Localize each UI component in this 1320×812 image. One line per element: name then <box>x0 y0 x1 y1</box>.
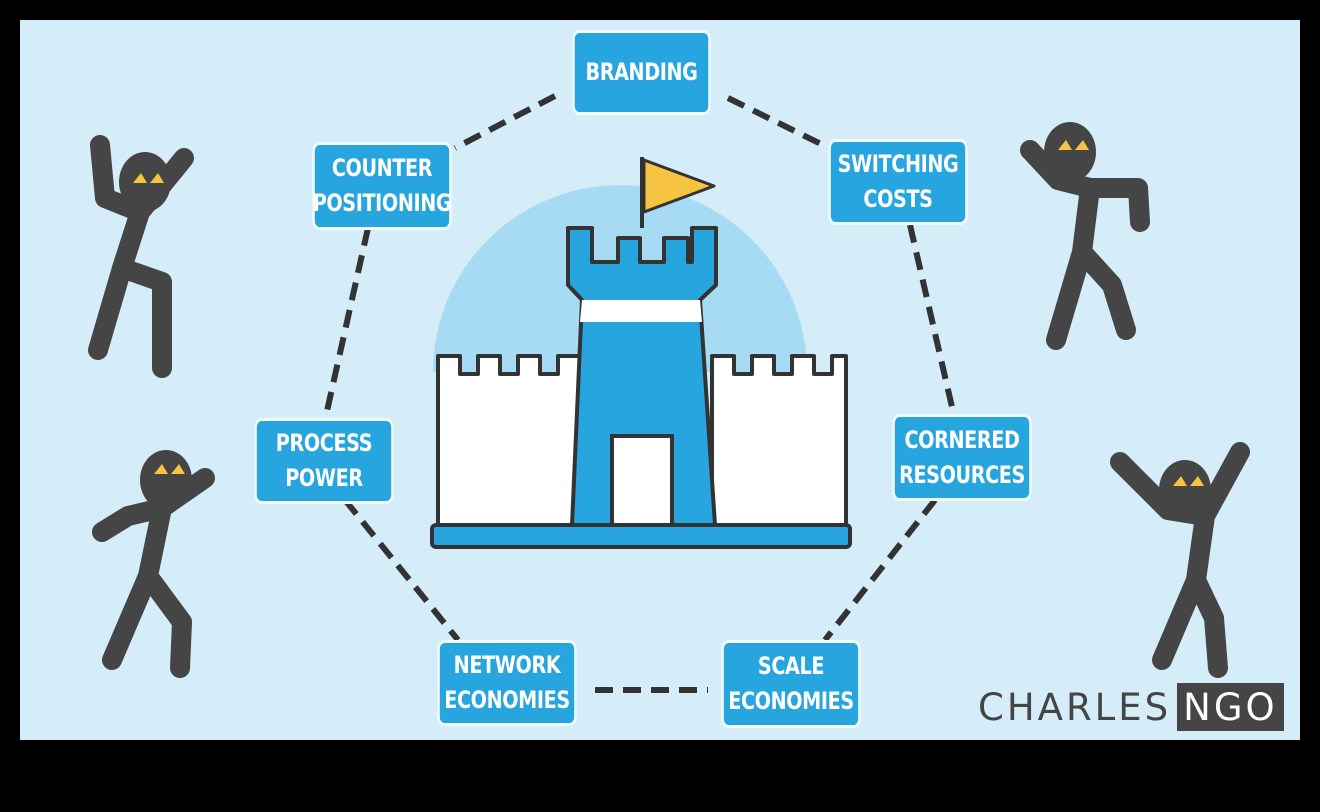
eye-icon <box>1058 140 1072 150</box>
eye-icon <box>171 464 185 474</box>
eye-icon <box>1190 476 1204 486</box>
eye-icon <box>154 464 168 474</box>
node-branding: BRANDING <box>572 30 711 115</box>
castle-illustration <box>430 157 852 549</box>
node-process-power: PROCESS POWER <box>254 418 394 504</box>
eye-icon <box>1173 476 1187 486</box>
connector-switching-cornered <box>907 224 958 421</box>
tower-band <box>580 300 702 322</box>
node-scale-economies: SCALE ECONOMIES <box>721 640 861 728</box>
node-counter-positioning: COUNTER POSITIONING <box>312 142 452 230</box>
node-switching-costs: SWITCHING COSTS <box>828 139 968 225</box>
node-cornered-resources: CORNERED RESOURCES <box>892 414 1032 501</box>
tower-door <box>610 434 674 527</box>
brand-logo: CHARLES NGO <box>978 683 1290 731</box>
attacker-figure-bottom-right <box>1110 442 1250 678</box>
eye-icon <box>1075 140 1089 150</box>
attacker-figure-bottom-left <box>92 450 215 678</box>
connector-counter-process <box>322 227 371 421</box>
connector-branding-counter <box>453 93 557 151</box>
connector-cornered-scale <box>822 498 938 642</box>
node-network-economies: NETWORK ECONOMIES <box>437 640 577 726</box>
castle-base <box>430 523 852 549</box>
eye-icon <box>150 173 164 183</box>
right-wall <box>710 354 848 529</box>
left-wall <box>436 354 582 529</box>
brand-part-2: NGO <box>1177 683 1284 731</box>
eye-icon <box>133 173 147 183</box>
connector-branding-switching <box>726 95 827 149</box>
connector-lines <box>322 93 958 693</box>
flag <box>642 158 716 214</box>
connector-process-network <box>342 498 461 642</box>
brand-part-1: CHARLES <box>978 685 1172 729</box>
attacker-figure-top-right <box>1020 122 1150 350</box>
attacker-figure-top-left <box>88 135 194 378</box>
